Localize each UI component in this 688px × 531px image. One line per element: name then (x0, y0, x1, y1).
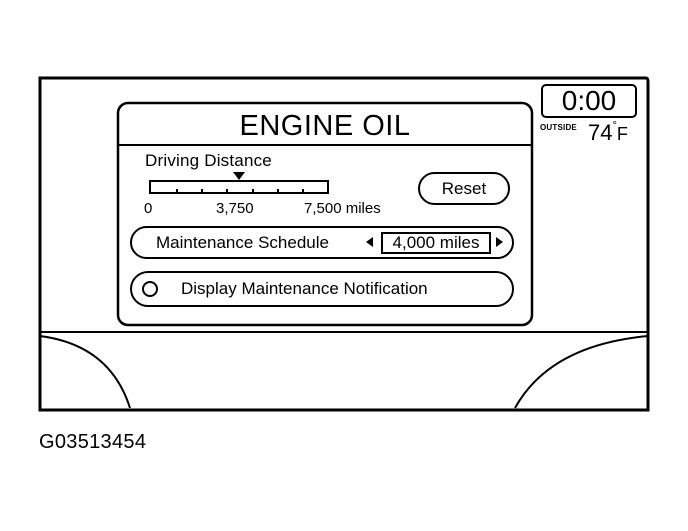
distance-bar-tick (201, 189, 204, 192)
distance-bar-tick (226, 189, 229, 192)
distance-tick-min: 0 (144, 200, 153, 217)
figure-id: G03513454 (39, 431, 147, 453)
maintenance-schedule-label: Maintenance Schedule (156, 233, 329, 252)
distance-bar-tick (176, 189, 179, 192)
housing-curve-left (39, 335, 131, 409)
distance-bar-tick (276, 189, 279, 192)
increase-arrow-icon[interactable] (496, 237, 503, 247)
reset-button[interactable]: Reset (418, 172, 510, 205)
distance-tick-mid: 3,750 (216, 200, 254, 217)
temp-unit: F (616, 124, 628, 144)
distance-marker-icon (233, 172, 245, 180)
display-notification-option[interactable] (130, 271, 514, 307)
distance-tick-max: 7,500 miles (304, 200, 381, 217)
housing-curve-right (514, 335, 649, 409)
decrease-arrow-icon[interactable] (366, 237, 373, 247)
temp-degree-symbol: ° (612, 120, 617, 132)
distance-bar-tick (301, 189, 304, 192)
maintenance-schedule-value[interactable]: 4,000 miles (381, 232, 491, 254)
clock-frame (541, 84, 637, 118)
clock-time: 0:00 (561, 85, 617, 116)
page-title: ENGINE OIL (239, 110, 411, 142)
notification-radio[interactable] (142, 281, 158, 297)
housing-outline (38, 76, 650, 412)
distance-bar-tick (251, 189, 254, 192)
outside-label: OUTSIDE (540, 123, 577, 132)
driving-distance-bar (149, 180, 329, 194)
driving-distance-label: Driving Distance (145, 151, 272, 170)
maintenance-schedule-row[interactable] (130, 226, 514, 259)
outside-temperature: 74°F (588, 120, 628, 146)
screen-panel (116, 101, 534, 327)
outside-temp-value: 74 (588, 120, 613, 145)
notification-label: Display Maintenance Notification (181, 279, 428, 298)
